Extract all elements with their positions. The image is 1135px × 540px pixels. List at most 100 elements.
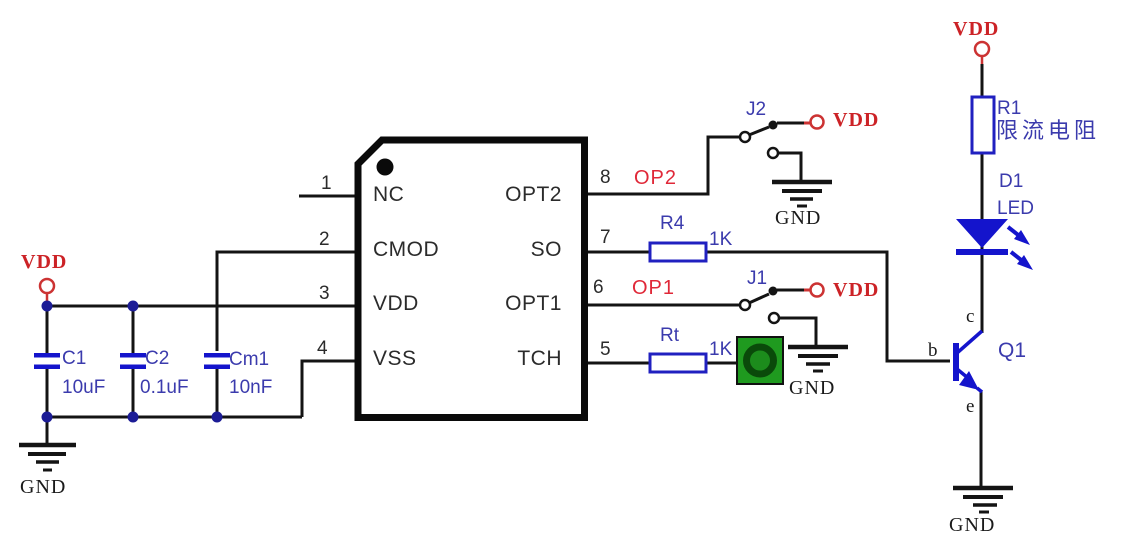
j2-common-terminal — [738, 130, 752, 144]
j2-gnd-contact — [766, 146, 780, 160]
transistor-q1 — [953, 329, 984, 394]
c2-plate-top — [120, 353, 146, 358]
j2-vdd-contact — [768, 120, 778, 130]
jumper-j2 — [738, 114, 825, 160]
cm1-plate-top — [204, 353, 230, 358]
wires — [45, 64, 984, 488]
wire-op2 — [585, 135, 740, 196]
q1-base-label: b — [928, 340, 938, 361]
q1-emitter-label: e — [966, 396, 975, 417]
wire-cmod-to-cm1 — [215, 250, 358, 351]
touch-pad-button[interactable] — [736, 336, 784, 385]
vdd-label-j2: VDD — [833, 109, 880, 131]
wire-vss — [300, 359, 358, 417]
q1-emitter-arrow — [959, 371, 979, 390]
junction-dots — [41, 300, 223, 423]
resistor-symbols — [648, 95, 996, 374]
ground-symbols — [19, 179, 1013, 514]
pin3-number: 3 — [319, 283, 330, 304]
cm1-plate-bottom — [204, 364, 230, 369]
j1-common-terminal — [738, 298, 752, 312]
vdd-label-left: VDD — [21, 251, 68, 273]
gnd-symbol-j2 — [772, 179, 832, 208]
ic-outline — [354, 136, 588, 421]
j1-vdd-port — [809, 282, 825, 298]
led-triangle — [956, 219, 1008, 248]
r4-value: 1K — [709, 229, 733, 250]
c1-plate-bottom — [34, 364, 60, 369]
gnd-label-emitter: GND — [949, 514, 996, 536]
vdd-port-top-right — [973, 40, 991, 58]
jumper-j1 — [738, 282, 825, 325]
q1-base-bar — [953, 343, 959, 381]
pin6-number: 6 — [593, 277, 604, 298]
vdd-label-top-right: VDD — [953, 18, 1000, 40]
ic-pin-name-cmod: CMOD — [373, 238, 440, 261]
pin2-number: 2 — [319, 229, 330, 250]
j1-vdd-contact — [768, 286, 778, 296]
capacitor-symbols — [34, 353, 230, 369]
d1-ref: D1 — [999, 171, 1024, 192]
c1-value: 10uF — [62, 377, 106, 398]
gnd-label-j2: GND — [775, 207, 822, 229]
c2-plate-bottom — [120, 364, 146, 369]
wire-so-to-base — [585, 250, 950, 363]
pin7-number: 7 — [600, 227, 611, 248]
pin4-number: 4 — [317, 338, 328, 359]
gnd-label-j1: GND — [789, 377, 836, 399]
c2-ref: C2 — [145, 348, 170, 369]
d1-type: LED — [997, 198, 1034, 219]
j2-ref: J2 — [746, 99, 767, 120]
vdd-label-j1: VDD — [833, 279, 880, 301]
pin1-number: 1 — [321, 173, 332, 194]
j2-switch-arm — [748, 125, 770, 137]
ic-pin-name-tch: TCH — [517, 347, 562, 370]
ic-pin-name-vss: VSS — [373, 347, 417, 370]
ic-pin1-dot — [376, 158, 394, 176]
r4-ref: R4 — [660, 213, 685, 234]
cm1-ref: Cm1 — [229, 349, 270, 370]
junction-dot — [127, 300, 139, 312]
net-label-op2: OP2 — [634, 167, 678, 189]
power-ports — [38, 40, 991, 302]
gnd-symbol-j1 — [788, 344, 848, 373]
r1-symbol — [970, 95, 996, 155]
wire-j2-gnd — [778, 151, 803, 181]
j1-ref: J1 — [747, 268, 768, 289]
junction-dot — [41, 411, 53, 423]
j2-vdd-port — [809, 114, 825, 130]
ic-pin-name-opt2: OPT2 — [505, 183, 562, 206]
led-arrowhead-1 — [1014, 230, 1030, 245]
led-arrowhead-2 — [1017, 255, 1033, 270]
touch-pad-ring[interactable] — [743, 343, 777, 378]
rt-value: 1K — [709, 339, 733, 360]
q1-collector-line — [955, 329, 984, 355]
ic-pin-name-vdd: VDD — [373, 292, 419, 315]
c1-plate-top — [34, 353, 60, 358]
pin5-number: 5 — [600, 339, 611, 360]
q1-collector-label: c — [966, 306, 975, 327]
cm1-value: 10nF — [229, 377, 273, 398]
junction-dot — [127, 411, 139, 423]
ic-pin-name-opt1: OPT1 — [505, 292, 562, 315]
led-symbol — [956, 219, 1033, 270]
r1-description: 限流电阻 — [996, 118, 1101, 143]
j1-switch-arm — [748, 292, 770, 305]
net-label-op1: OP1 — [632, 277, 676, 299]
rt-ref: Rt — [660, 325, 679, 346]
gnd-label-left: GND — [20, 476, 67, 498]
gnd-symbol-emitter — [953, 485, 1013, 514]
led-cathode-bar — [956, 249, 1008, 255]
c1-ref: C1 — [62, 348, 87, 369]
wire-j1-gnd — [779, 316, 818, 346]
ic-pin-name-so: SO — [530, 238, 562, 261]
r1-ref: R1 — [997, 98, 1022, 119]
junction-dot — [211, 411, 223, 423]
vdd-port-left — [38, 277, 56, 295]
q1-emitter-tip — [975, 386, 984, 394]
rt-symbol — [648, 352, 708, 374]
junction-dot — [41, 300, 53, 312]
r4-symbol — [648, 241, 708, 263]
